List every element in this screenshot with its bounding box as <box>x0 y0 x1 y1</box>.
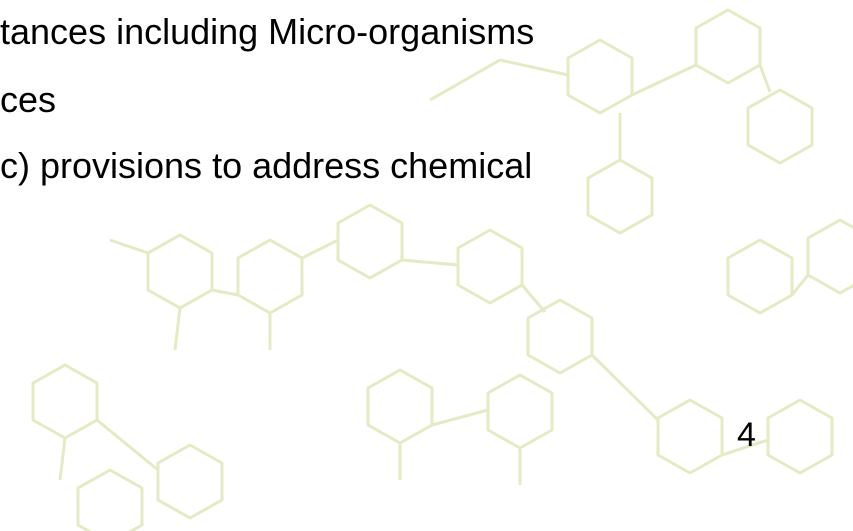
page-number: 4 <box>737 416 756 454</box>
slide-text-line-1: tances including Micro-organisms <box>0 11 535 52</box>
slide-text-line-3: c) provisions to address chemical <box>0 145 533 186</box>
slide-text-line-2: ces <box>0 79 57 120</box>
